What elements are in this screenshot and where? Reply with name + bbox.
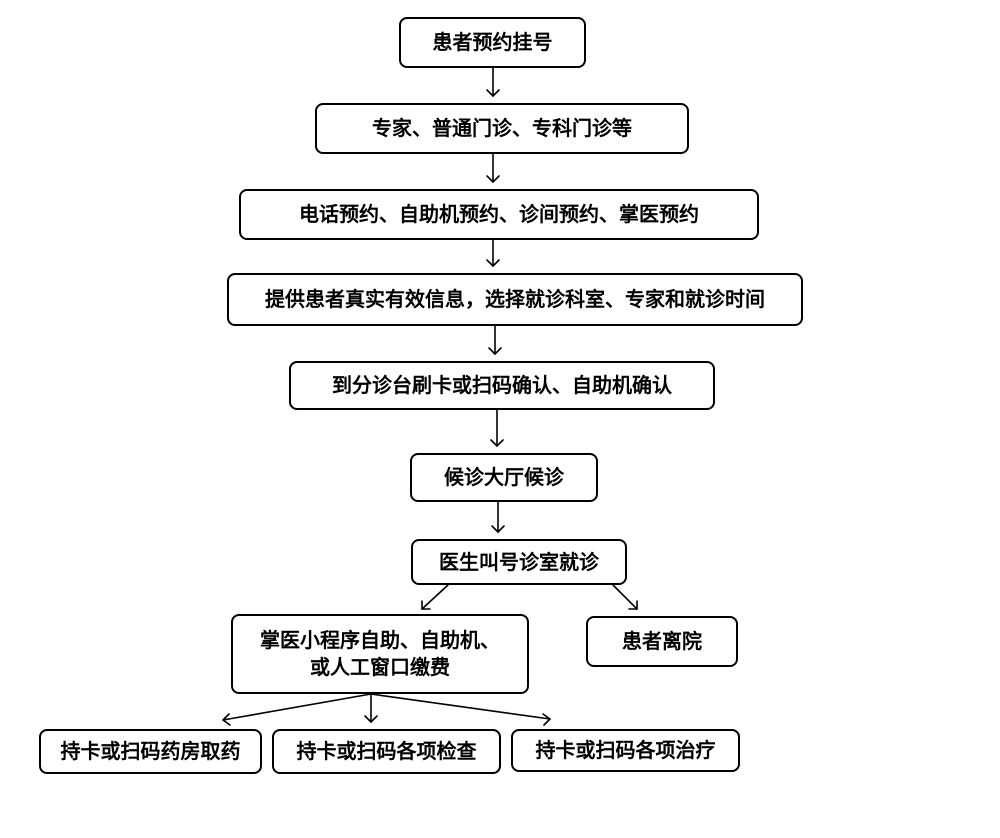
- step-provide-information-label: 提供患者真实有效信息，选择就诊科室、专家和就诊时间: [265, 287, 765, 311]
- step-treatment: 持卡或扫码各项治疗: [511, 729, 740, 772]
- arrow-payment-exams: [364, 693, 378, 723]
- step-pharmacy-label: 持卡或扫码药房取药: [60, 739, 241, 763]
- step-clinic-types: 专家、普通门诊、专科门诊等: [315, 103, 689, 154]
- step-patient-discharge: 患者离院: [586, 616, 738, 667]
- step-doctor-consultation-label: 医生叫号诊室就诊: [439, 549, 599, 574]
- step-appointment-registration-label: 患者预约挂号: [432, 30, 553, 54]
- step-booking-channels: 电话预约、自助机预约、诊间预约、掌医预约: [239, 189, 759, 240]
- step-payment-label-line2: 或人工窗口缴费: [310, 655, 450, 679]
- step-patient-discharge-label: 患者离院: [622, 629, 702, 653]
- step-pharmacy: 持卡或扫码药房取药: [39, 729, 262, 774]
- arrow-5-6: [490, 409, 504, 447]
- arrow-payment-treatment: [370, 693, 551, 726]
- arrow-2-3: [486, 153, 500, 183]
- step-triage-confirmation: 到分诊台刷卡或扫码确认、自助机确认: [289, 361, 715, 410]
- step-payment-label-line1: 掌医小程序自助、自助机、: [260, 628, 500, 652]
- step-provide-information: 提供患者真实有效信息，选择就诊科室、专家和就诊时间: [227, 273, 803, 326]
- arrow-7-payment: [421, 584, 449, 610]
- step-booking-channels-label: 电话预约、自助机预约、诊间预约、掌医预约: [299, 202, 699, 226]
- step-waiting-hall-label: 候诊大厅候诊: [444, 465, 564, 489]
- arrow-3-4: [486, 239, 500, 267]
- arrow-4-5: [488, 325, 502, 355]
- arrow-6-7: [491, 501, 505, 533]
- arrow-7-discharge: [612, 584, 638, 610]
- step-treatment-label: 持卡或扫码各项治疗: [535, 738, 716, 762]
- arrow-payment-pharmacy: [222, 693, 372, 726]
- step-examinations: 持卡或扫码各项检查: [272, 729, 501, 774]
- step-clinic-types-label: 专家、普通门诊、专科门诊等: [372, 116, 632, 140]
- step-appointment-registration: 患者预约挂号: [399, 17, 586, 68]
- step-examinations-label: 持卡或扫码各项检查: [296, 739, 477, 763]
- step-triage-confirmation-label: 到分诊台刷卡或扫码确认、自助机确认: [332, 373, 672, 397]
- arrow-1-2: [486, 67, 500, 97]
- step-waiting-hall: 候诊大厅候诊: [410, 453, 598, 502]
- step-payment: 掌医小程序自助、自助机、 或人工窗口缴费: [231, 614, 529, 694]
- step-doctor-consultation: 医生叫号诊室就诊: [411, 539, 627, 585]
